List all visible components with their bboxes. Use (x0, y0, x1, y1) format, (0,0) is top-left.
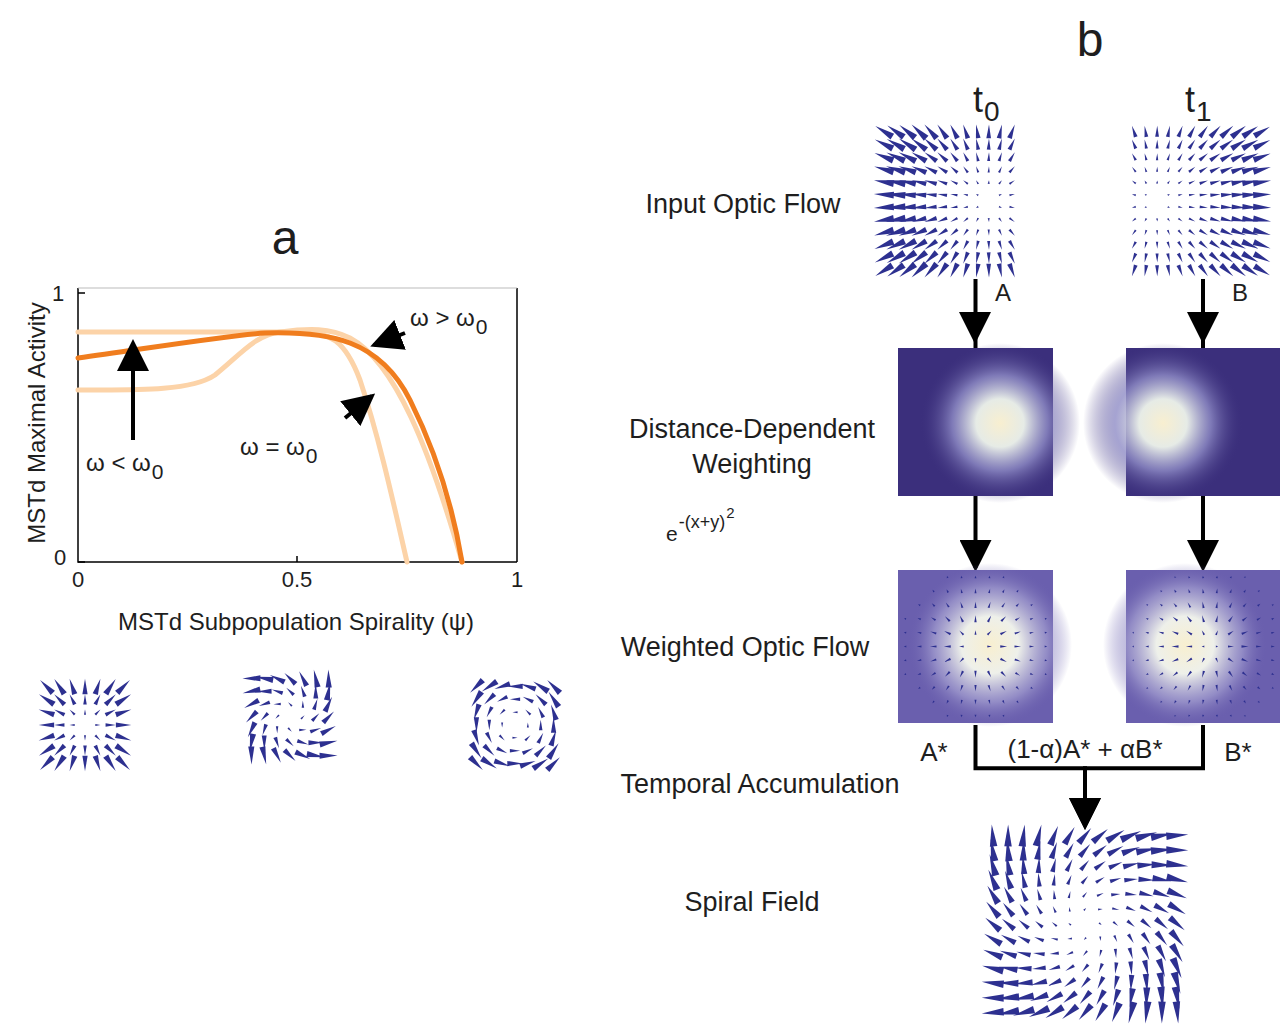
axis-title: MSTd Maximal Activity (24, 302, 50, 543)
panel-letter: a (272, 212, 299, 265)
row-label: Temporal Accumulation (620, 770, 899, 800)
image-panel: Spiral Field (985, 828, 1185, 1020)
curve-callout: ω = ω (240, 434, 305, 460)
edge-label: (1-α)A* + αB* (1004, 736, 1165, 765)
formula-exponent: -(x+y) (679, 513, 726, 533)
formula: e (666, 522, 678, 545)
tick-label: 0 (54, 546, 66, 570)
input-flow-t0 (878, 125, 1018, 277)
vector-fields (39, 124, 1275, 1023)
tuning-curves (78, 330, 462, 562)
curve-callout: ω < ω (86, 450, 151, 476)
formula-exponent: 2 (726, 505, 734, 522)
panel-label: t (973, 80, 983, 120)
tick-label: 1 (511, 568, 523, 592)
panel-label: A (995, 280, 1011, 306)
panel-label: t (1185, 80, 1195, 120)
image-panel: t1B (1128, 125, 1268, 277)
panel-label: A* (920, 738, 947, 767)
panel-letter: b (1077, 14, 1104, 67)
subscript: 0 (152, 460, 164, 483)
flow-arrows (975, 320, 1203, 340)
row-label: Distance-Dependent Weighting (602, 412, 902, 482)
axis-title: MSTd Subpopulation Spirality (ψ) (118, 609, 474, 635)
subscript: 0 (984, 97, 1000, 128)
image-panel: B* (1126, 570, 1280, 723)
subscript: 1 (1196, 97, 1212, 128)
panel-label: Spiral Field (684, 888, 819, 918)
image-panel: A* (898, 570, 1053, 723)
panel-label: B (1232, 280, 1248, 306)
image-panel: t0A (878, 125, 1018, 277)
tick-label: 0 (72, 568, 84, 592)
subscript: 0 (306, 444, 318, 467)
subscript: 0 (476, 315, 488, 338)
curve-callout: ω > ω (410, 305, 475, 331)
panel-label: B* (1224, 738, 1251, 767)
tick-label: 1 (52, 282, 64, 306)
callout-arrows (133, 333, 405, 440)
chart-axes (78, 288, 517, 562)
row-label: Input Optic Flow (645, 190, 840, 220)
tick-label: 0.5 (282, 568, 313, 592)
row-label: Weighted Optic Flow (621, 633, 870, 663)
